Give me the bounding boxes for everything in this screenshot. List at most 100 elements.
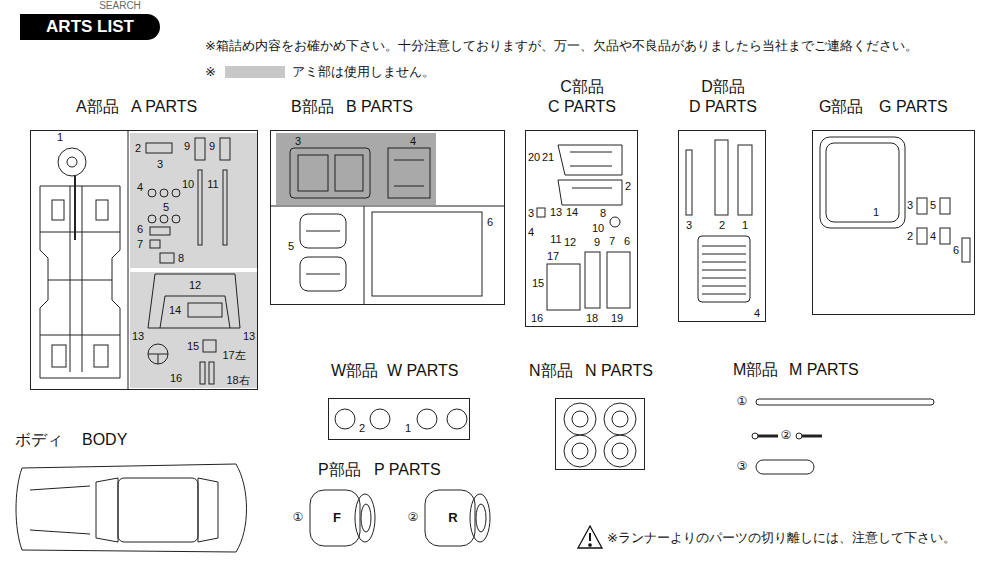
watermark: SEARCH xyxy=(99,0,141,12)
part-number: ① xyxy=(737,395,748,409)
grille-parts xyxy=(686,150,692,215)
door-panel-parts xyxy=(570,152,612,166)
part-number: 4 xyxy=(528,226,534,239)
part-number: 20 xyxy=(528,151,540,164)
small-parts xyxy=(150,227,170,235)
interior-part xyxy=(290,148,370,198)
lens-parts xyxy=(335,409,355,429)
runner-heading: A PARTS xyxy=(131,98,197,116)
part-number: 11 xyxy=(207,178,218,191)
part-number: 8 xyxy=(600,207,606,220)
part-number: 2 xyxy=(359,422,365,435)
part-number: 5 xyxy=(163,201,169,214)
group-heading: P部品 xyxy=(318,461,361,479)
car-body xyxy=(16,464,247,552)
car-body xyxy=(30,486,90,534)
runner-heading: D部品 xyxy=(701,78,745,96)
interior-part xyxy=(270,148,505,305)
interior-part xyxy=(270,206,505,207)
part-number: 1 xyxy=(873,206,879,219)
part-number: 9 xyxy=(184,140,190,153)
clear-parts xyxy=(940,228,950,244)
part-number: 18 xyxy=(586,312,598,325)
small-parts xyxy=(148,215,156,223)
part-number: 11 xyxy=(550,233,561,246)
unused-shading xyxy=(130,133,257,268)
runner-heading: D PARTS xyxy=(689,98,757,116)
grille-parts xyxy=(686,140,752,302)
wheel-parts xyxy=(572,443,588,459)
interior-part xyxy=(364,206,365,305)
door-panel-parts xyxy=(572,188,612,189)
runner-heading: W部品 xyxy=(331,362,378,380)
runner-heading: N部品 xyxy=(529,362,573,380)
parts-runner-frame: N部品N PARTS xyxy=(555,398,645,470)
runner-heading: B部品 xyxy=(291,98,334,116)
clear-parts xyxy=(962,238,970,262)
part-number: 6 xyxy=(487,216,493,229)
part-number: 1 xyxy=(405,422,411,435)
chassis-part xyxy=(67,157,77,167)
warning-symbol xyxy=(578,526,602,548)
small-parts xyxy=(220,138,230,160)
unused-shading xyxy=(130,272,257,388)
part-number: 14 xyxy=(566,206,578,219)
wheel-parts xyxy=(572,411,588,427)
legend-text: アミ部は使用しません。 xyxy=(292,65,435,80)
chassis-part xyxy=(40,186,120,372)
interior-part xyxy=(394,160,424,186)
door-panel-parts xyxy=(610,217,620,227)
car-body xyxy=(198,478,218,542)
note-text: R xyxy=(448,511,457,526)
part-number: 13 xyxy=(243,330,255,343)
clear-parts xyxy=(826,143,899,222)
part-number: 13 xyxy=(132,330,144,343)
part-number: 2 xyxy=(907,230,913,243)
runner-heading: C部品 xyxy=(560,78,604,96)
note-text: ※箱詰め内容をお確かめ下さい。十分注意しておりますが、万一、欠品や不良品がありま… xyxy=(205,39,918,54)
lens-parts xyxy=(370,409,390,429)
interior-part xyxy=(306,274,340,275)
part-number: 2 xyxy=(135,142,141,155)
runner-heading: N PARTS xyxy=(585,362,653,380)
dashboard-part xyxy=(200,362,205,384)
clear-parts xyxy=(820,137,905,228)
legend-swatch xyxy=(225,66,285,78)
dashboard-part xyxy=(148,354,168,364)
small-parts xyxy=(172,215,180,223)
small-parts xyxy=(148,189,156,197)
unused-shading xyxy=(130,133,436,388)
part-number: 19 xyxy=(611,312,623,325)
metal-parts xyxy=(752,399,934,474)
part-number: 1 xyxy=(57,131,63,144)
part-number: 13 xyxy=(550,206,562,219)
dashboard-part xyxy=(203,340,216,352)
list-title: ARTS LIST xyxy=(46,17,134,37)
chassis-part xyxy=(40,186,120,378)
runner-heading: B PARTS xyxy=(346,98,413,116)
small-parts xyxy=(195,138,205,160)
part-number: 17左 xyxy=(222,349,245,362)
part-number: 12 xyxy=(189,279,201,292)
car-body xyxy=(118,478,198,542)
grille-parts xyxy=(738,145,752,215)
note-text: ※ xyxy=(205,65,216,80)
interior-part xyxy=(298,155,328,191)
part-number: 3 xyxy=(295,135,301,148)
small-parts xyxy=(160,215,168,223)
note-text: ※ランナーよりのパーツの切り離しには、注意して下さい。 xyxy=(607,531,956,546)
part-number: 7 xyxy=(137,238,143,251)
small-parts xyxy=(198,170,202,245)
wheel-parts xyxy=(564,403,636,467)
small-parts xyxy=(146,138,230,263)
small-parts xyxy=(150,240,160,248)
lens-parts xyxy=(417,409,437,429)
chassis-part xyxy=(58,148,86,176)
clear-parts xyxy=(917,228,927,244)
tire-parts xyxy=(310,490,490,546)
runner-heading: W PARTS xyxy=(387,362,458,380)
small-parts xyxy=(146,143,172,153)
part-number: 4 xyxy=(930,230,936,243)
chassis-part xyxy=(96,200,108,220)
